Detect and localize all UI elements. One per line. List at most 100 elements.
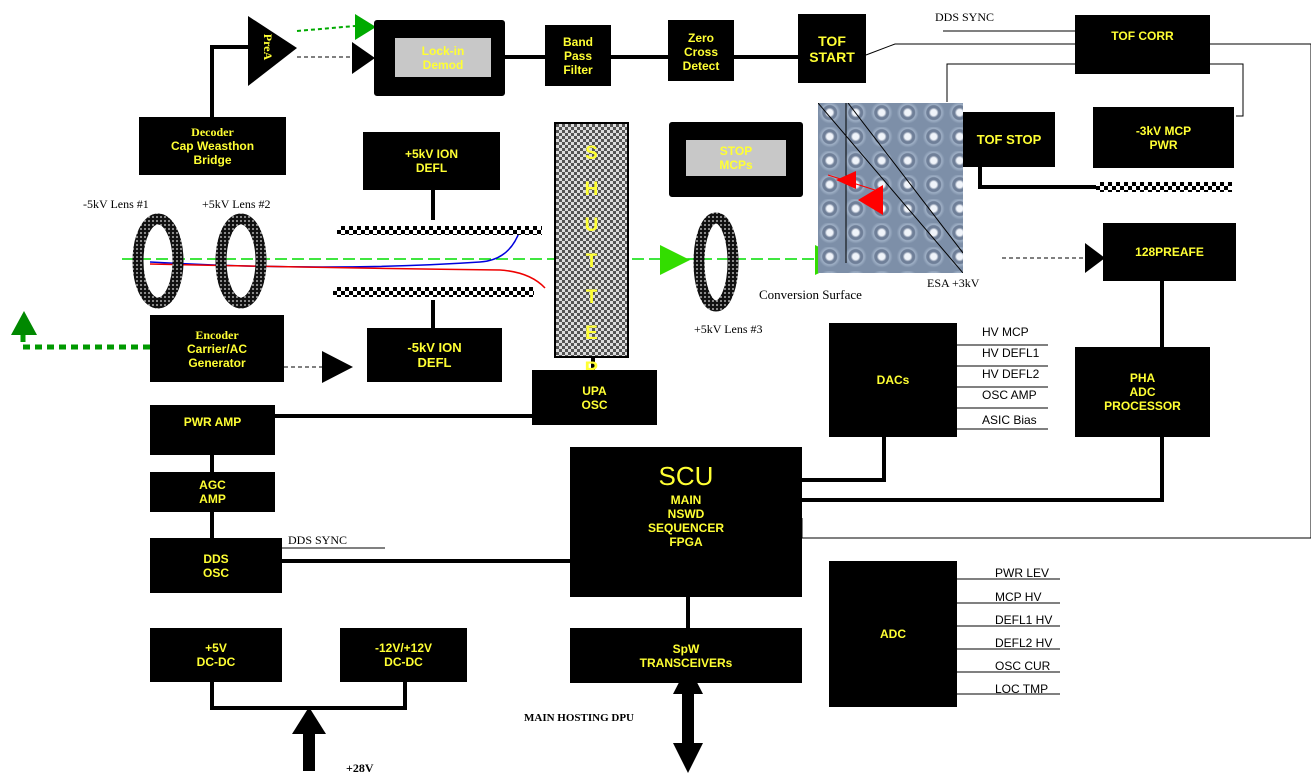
scu-line-3: SEQUENCER: [647, 521, 724, 535]
preafe-block: 128PREAFE: [1103, 223, 1236, 281]
decoder-block: Decoder Cap Weasthon Bridge: [139, 117, 286, 175]
lockin-line-1: Lock-in: [421, 43, 465, 58]
stop-mcps-block: STOP MCPs: [669, 122, 803, 197]
mcp-pwr-line-1: -3kV MCP: [1135, 123, 1192, 138]
adc-input-label: DEFL2 HV: [995, 636, 1053, 650]
shutter-letter: S: [585, 143, 598, 164]
dac-output-label: ASIC Bias: [982, 413, 1037, 427]
dds-sync-top-label: DDS SYNC: [935, 10, 995, 24]
adc-input-label: OSC CUR: [995, 659, 1051, 673]
power-28v-arrow: [292, 707, 326, 771]
adc-input-label: MCP HV: [995, 590, 1042, 604]
upa-line-1: UPA: [582, 383, 607, 398]
dds-line-2: OSC: [202, 565, 229, 580]
deflector-plate-top: [337, 226, 542, 235]
esa-label: ESA +3kV: [927, 276, 980, 290]
green-arrow-up: [11, 311, 37, 335]
lockin-demod-block: Lock-in Demod: [374, 20, 505, 96]
preafe-arrow: [1085, 243, 1105, 273]
adc-block: ADC: [829, 561, 957, 707]
pwr-amp-block: PWR AMP: [150, 405, 275, 455]
scu-line-4: FPGA: [669, 535, 703, 549]
bandpass-line-3: Filter: [563, 62, 593, 77]
prea-label: PreA: [250, 22, 286, 72]
dds-sync-bottom-label: DDS SYNC: [288, 533, 348, 547]
shutter-letters: S H U T T E R: [556, 136, 627, 388]
tofstop-text: TOF STOP: [976, 131, 1042, 147]
encoder-line-3: Generator: [188, 355, 246, 370]
pha-line-3: PROCESSOR: [1104, 399, 1181, 413]
ion-defl-minus-block: -5kV ION DEFL: [367, 328, 502, 382]
dpu-double-arrow: [673, 665, 703, 773]
agc-line-1: AGC: [199, 478, 226, 492]
encoder-arrow: [322, 351, 353, 383]
mcp-pwr-plate: [1096, 182, 1232, 192]
lens-1: [132, 213, 184, 309]
conversion-surface-label: Conversion Surface: [759, 287, 862, 302]
dcdc-12v-block: -12V/+12V DC-DC: [340, 628, 467, 682]
tofstart-line-2: START: [809, 48, 855, 65]
lens-3-label: +5kV Lens #3: [694, 322, 763, 336]
main-hosting-dpu-label: MAIN HOSTING DPU: [524, 712, 635, 724]
shutter-letter: T: [585, 287, 598, 308]
dds-osc-block: DDS OSC: [150, 538, 282, 593]
mcp-pwr-block: -3kV MCP PWR: [1093, 107, 1234, 168]
encoder-line-2: Carrier/AC: [186, 341, 248, 356]
spw-line-1: SpW: [672, 641, 700, 656]
pwramp-text: PWR AMP: [183, 415, 242, 429]
adc-input-label: DEFL1 HV: [995, 613, 1053, 627]
shutter-letter: H: [584, 179, 599, 200]
pha-adc-processor-block: PHA ADC PROCESSOR: [1075, 347, 1210, 437]
zerocross-line-2: Cross: [683, 45, 718, 59]
spw-transceivers-block: SpW TRANSCEIVERs: [570, 628, 802, 683]
tof-stop-block: TOF STOP: [963, 112, 1055, 167]
shutter: S H U T T E R: [554, 122, 629, 380]
deflector-plate-bottom: [333, 287, 534, 297]
adc-input-label: PWR LEV: [995, 566, 1050, 580]
adc-text: ADC: [880, 627, 906, 641]
tofcorr-text: TOF CORR: [1111, 29, 1174, 43]
dac-output-label: HV DEFL2: [982, 367, 1040, 381]
decoder-line-1: Decoder: [191, 125, 234, 139]
stop-mcps-grey-panel: STOP MCPs: [686, 140, 786, 176]
lens-2-label: +5kV Lens #2: [202, 197, 271, 211]
lens-3: [693, 212, 739, 312]
scu-line-1: MAIN: [670, 493, 702, 507]
ion-defl-plus-line-2: DEFL: [415, 161, 448, 175]
tofstart-line-1: TOF: [818, 32, 846, 49]
dac-output-label: HV DEFL1: [982, 346, 1040, 360]
scu-title: SCU: [658, 461, 714, 491]
mcp-overlay: [818, 103, 963, 273]
bandpass-line-2: Pass: [563, 48, 593, 63]
shutter-letter: T: [585, 251, 598, 272]
mcp-pwr-line-2: PWR: [1149, 137, 1178, 152]
green-arrow-lockin: [355, 14, 376, 40]
black-arrow-lockin: [352, 42, 375, 74]
scu-line-2: NSWD: [667, 507, 705, 521]
tof-start-block: TOF START: [798, 14, 866, 83]
spw-line-2: TRANSCEIVERs: [639, 655, 733, 670]
green-dashed-link: [296, 25, 356, 32]
mcp-conversion-surface-image: [818, 103, 963, 273]
shutter-letter: U: [584, 215, 599, 236]
decoder-line-2: Cap Weasthon: [170, 139, 255, 153]
encoder-line-1: Encoder: [195, 327, 239, 342]
prea-text: PreA: [261, 33, 275, 61]
prea-amplifier: [248, 16, 297, 86]
encoder-green-dashed: [20, 335, 150, 350]
shutter-letter: E: [585, 323, 598, 344]
dcdc-5v-block: +5V DC-DC: [150, 628, 282, 682]
green-arrow-beam: [660, 245, 690, 275]
preafe-text: 128PREAFE: [1135, 245, 1204, 259]
thin-wires: [282, 30, 1311, 695]
band-pass-filter-block: Band Pass Filter: [545, 25, 611, 86]
pha-line-1: PHA: [1129, 371, 1156, 385]
lockin-line-2: Demod: [422, 57, 464, 72]
adc-input-label: LOC TMP: [995, 682, 1049, 696]
upa-osc-block: UPA OSC: [532, 370, 657, 425]
lens-1-label: -5kV Lens #1: [83, 197, 149, 211]
ion-defl-minus-line-1: -5kV ION: [407, 340, 462, 355]
stop-mcps-line-1: STOP: [719, 144, 753, 158]
pha-line-2: ADC: [1129, 385, 1156, 399]
